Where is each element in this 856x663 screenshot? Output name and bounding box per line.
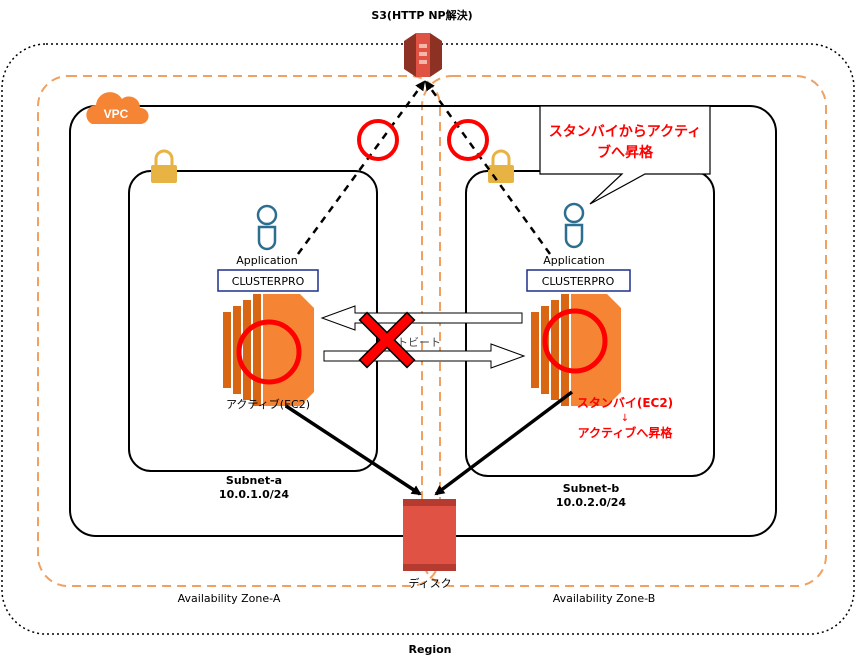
disk-link-b	[434, 390, 574, 496]
lock-icon	[151, 149, 177, 183]
heartbeat-arrow-right	[323, 343, 526, 369]
vpc-cloud-icon: VPC	[86, 92, 149, 124]
callout-line-2: ブへ昇格	[597, 144, 654, 161]
clusterpro-label-b: CLUSTERPRO	[542, 275, 615, 288]
s3-route-a	[296, 80, 426, 255]
subnet-a-cidr: 10.0.1.0/24	[219, 488, 289, 501]
clusterpro-label-a: CLUSTERPRO	[232, 275, 305, 288]
route-ok-circle-a	[357, 119, 399, 161]
callout-line-1: スタンバイからアクティ	[549, 124, 701, 140]
clusterpro-box-b	[526, 269, 631, 292]
az-a-boundary	[37, 75, 441, 587]
route-ok-circle-b	[447, 119, 489, 161]
heartbeat-fail-x-icon	[358, 311, 416, 369]
disk-label: ディスク	[408, 576, 451, 590]
s3-title: S3(HTTP NP解決)	[371, 8, 472, 22]
disk-icon	[403, 499, 456, 571]
status-label-b-2: アクティブへ昇格	[578, 425, 674, 440]
s3-bucket-icon	[404, 33, 442, 77]
app-label-a: Application	[236, 254, 297, 267]
user-icon	[256, 204, 278, 251]
app-label-b: Application	[543, 254, 604, 267]
subnet-b-name: Subnet-b	[563, 482, 620, 495]
callout-bubble	[539, 105, 711, 205]
lock-icon	[488, 149, 514, 183]
status-label-b-1: スタンバイ(EC2)	[577, 396, 673, 410]
clusterpro-box-a	[217, 269, 319, 292]
az-a-label: Availability Zone-A	[178, 592, 281, 605]
s3-route-b	[424, 80, 552, 255]
subnet-a-name: Subnet-a	[226, 474, 282, 487]
az-b-label: Availability Zone-B	[553, 592, 656, 605]
vpc-label: VPC	[104, 107, 129, 121]
status-arrow-b: ↓	[621, 413, 629, 424]
subnet-b-cidr: 10.0.2.0/24	[556, 496, 626, 509]
status-label-a: アクティブ(EC2)	[226, 397, 310, 411]
heartbeat-arrow-left	[320, 305, 523, 331]
region-label: Region	[409, 643, 452, 656]
disk-link-a	[285, 404, 422, 496]
az-b-boundary	[421, 75, 827, 587]
user-icon	[563, 202, 585, 249]
active-fault-circle-a	[236, 319, 302, 385]
standby-circle-b	[542, 308, 608, 374]
